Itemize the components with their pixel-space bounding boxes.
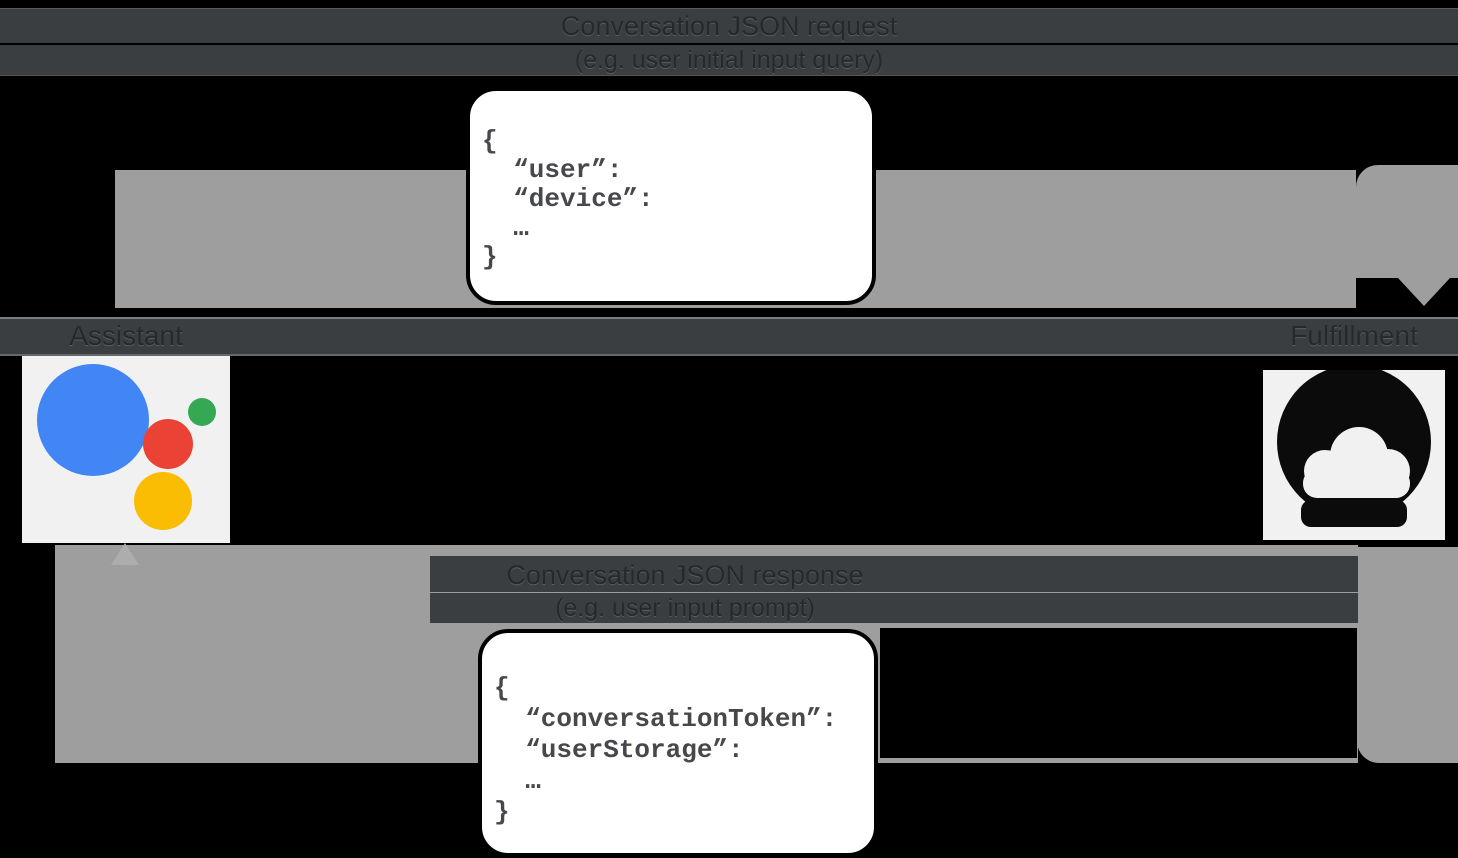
request-arrowhead-down-icon [1398, 278, 1450, 306]
response-arrow-cutout [880, 628, 1357, 758]
request-json-box: { “user”: “device”: … } [466, 87, 876, 305]
request-json-code: { “user”: “device”: … } [482, 126, 654, 272]
assistant-label: Assistant [69, 320, 183, 351]
assistant-tile [22, 352, 230, 543]
request-label-line1: Conversation JSON request [0, 8, 1458, 43]
response-arrowhead-up-icon [111, 543, 139, 565]
request-label-text2: (e.g. user initial input query) [574, 45, 884, 74]
request-arrow-bend [1356, 165, 1458, 278]
response-arrow-bend [1357, 547, 1458, 763]
response-label-stripe [430, 593, 1358, 623]
request-label-line2: (e.g. user initial input query) [0, 45, 1458, 76]
request-label-text1: Conversation JSON request [560, 10, 898, 41]
assistant-yellow-circle-icon [134, 472, 192, 530]
cloud-icon [1277, 370, 1431, 527]
assistant-green-circle-icon [188, 398, 216, 426]
entity-label-row: Assistant Fulfillment [0, 317, 1458, 356]
assistant-blue-circle-icon [37, 364, 149, 476]
response-label-line2: (e.g. user input prompt) [555, 594, 815, 622]
assistant-red-circle-icon [143, 419, 193, 469]
response-json-box: { “conversationToken”: “userStorage”: … … [478, 629, 878, 857]
response-label-line1: Conversation JSON response [506, 560, 864, 590]
response-label-stripe [430, 556, 1358, 592]
response-json-code: { “conversationToken”: “userStorage”: … … [494, 673, 838, 827]
fulfillment-tile [1263, 370, 1445, 540]
fulfillment-label: Fulfillment [1290, 320, 1418, 351]
